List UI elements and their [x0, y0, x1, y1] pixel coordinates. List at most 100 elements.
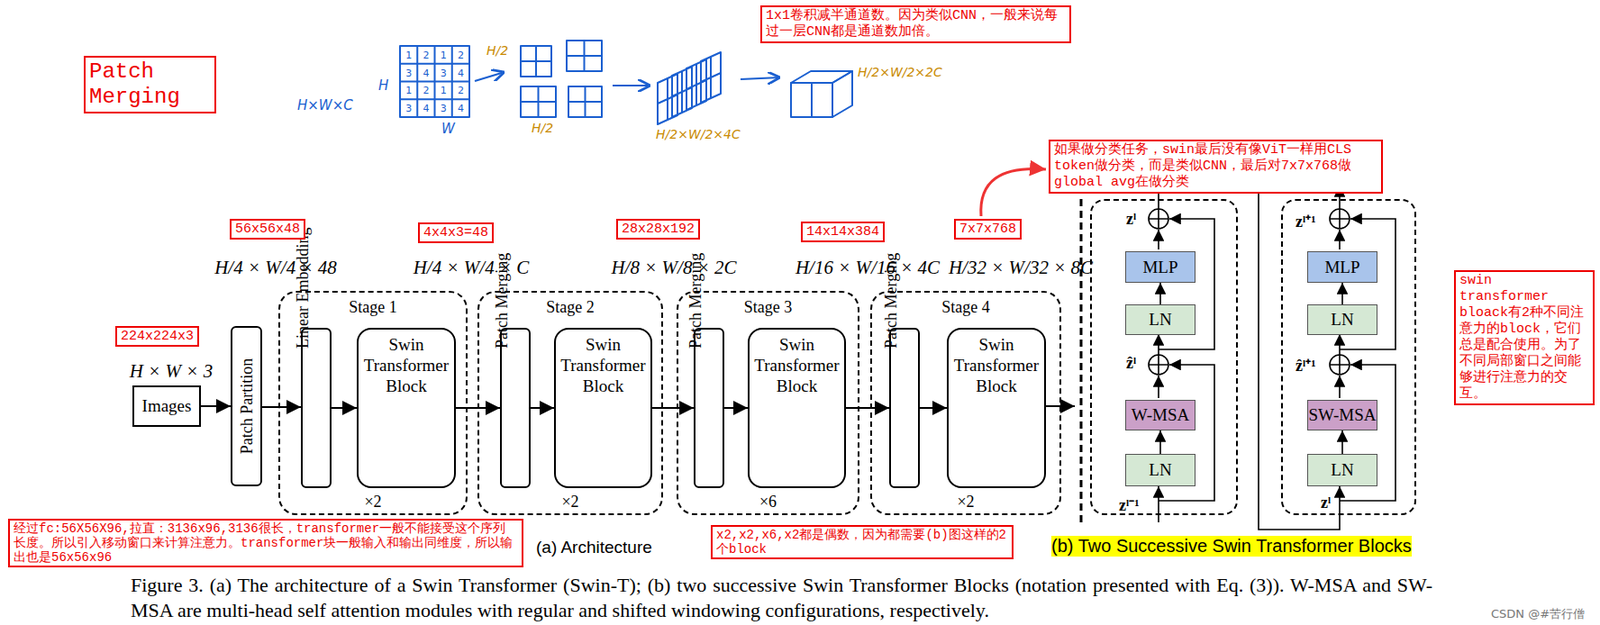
node-text: Swin Transformer Block: [749, 335, 845, 397]
node-text: LN: [1330, 309, 1354, 330]
text-label: W: [441, 120, 455, 137]
node-text: 56x56x48: [235, 221, 300, 237]
node-text: Patch Merging: [89, 59, 181, 110]
text-label: H/2×W/2×2C: [857, 64, 943, 80]
node-text: ẑˡ: [1126, 354, 1137, 373]
ln-box: LN: [1125, 304, 1196, 336]
connector: [724, 407, 748, 410]
grid-number: 3: [440, 102, 447, 115]
grid-number: 3: [405, 102, 412, 115]
grid-number: 1: [405, 48, 412, 61]
grid-number: 4: [457, 66, 464, 79]
node-text: 14x14x384: [806, 224, 880, 240]
text-label: CSDN @#苦行僧: [1490, 606, 1585, 623]
node-text: LN: [1148, 460, 1172, 481]
mlp-box: MLP: [1307, 251, 1378, 283]
connector: [1159, 282, 1162, 305]
grid-number: 3: [440, 66, 447, 79]
dimension-box: 4x4x3=48: [418, 222, 494, 244]
grid-number: 1: [440, 84, 447, 97]
text-label: H×W×C: [297, 97, 354, 114]
node-text: Patch Partition: [236, 358, 256, 455]
stage-group: Stage 3×6Patch MergingSwin Transformer B…: [676, 290, 860, 516]
grid-number: 4: [422, 66, 429, 79]
dimension-box: 28x28x192: [616, 218, 700, 240]
grid-number: 2: [457, 48, 464, 61]
note-box: x2,x2,x6,x2都是偶数，因为都需要(b)图这样的2个block: [710, 525, 1014, 560]
patch-merging-sketch: [400, 40, 853, 125]
connector: [1341, 282, 1344, 305]
text-label: (a) Architecture: [536, 537, 653, 558]
node-text: ×2: [280, 492, 466, 512]
stage-group: Stage 4 ×2 Patch Merging Swin Transformer B…: [870, 290, 1062, 516]
dimension-label: H/4 × W/4 × 48: [214, 256, 337, 280]
note-box: 1x1卷积减半通道数。因为类似CNN，一般来说每过一层CNN都是通道数加倍。: [760, 5, 1072, 44]
process-box: Images: [132, 385, 201, 428]
node-text: Swin Transformer Block: [555, 335, 651, 397]
node-text: ẑˡ⁺¹: [1295, 354, 1317, 376]
node-text: Patch Merging: [492, 321, 512, 349]
dimension-label: H/32 × W/32 × 8C: [948, 256, 1093, 280]
node-text: zˡ: [1320, 493, 1331, 513]
attention-box: W-MSA: [1125, 400, 1196, 431]
node-text: Stage 3: [678, 298, 858, 318]
grid-number: 2: [422, 48, 429, 61]
note-box: swin transformer bloack有2种不同注意力的block，它们…: [1454, 270, 1595, 406]
node-text: LN: [1330, 460, 1354, 481]
dimension-label: H/4 × W/4 × C: [413, 256, 530, 280]
ln-box: LN: [1307, 454, 1378, 487]
dimension-label: H/8 × W/8 × 2C: [610, 256, 737, 280]
connector: [652, 407, 694, 410]
node-text: Stage 1: [280, 298, 466, 318]
connector: [919, 407, 947, 410]
dimension-box: 7x7x768: [954, 218, 1022, 240]
process-box: Patch Merging: [693, 327, 725, 489]
node-text: 如果做分类任务，swin最后没有像ViT一样用CLS token做分类，而是类似…: [1054, 142, 1352, 191]
node-text: 28x28x192: [621, 221, 695, 237]
note-box: 如果做分类任务，swin最后没有像ViT一样用CLS token做分类，而是类似…: [1048, 139, 1383, 194]
block-box: Swin Transformer Block: [946, 327, 1046, 489]
attention-box: SW-MSA: [1307, 400, 1378, 431]
note-box: 经过fc:56X56X96,拉直：3136x96,3136很长，transfor…: [8, 518, 524, 568]
dimension-box: 14x14x384: [800, 221, 885, 243]
connector: [845, 407, 890, 410]
title-box: Patch Merging: [83, 55, 217, 114]
node-text: Swin Transformer Block: [358, 335, 455, 397]
process-box: Patch Merging: [500, 327, 531, 489]
dimension-label: H/16 × W/16 × 4C: [795, 256, 940, 280]
node-text: MLP: [1324, 257, 1360, 278]
connector: [530, 407, 555, 410]
node-text: LN: [1148, 309, 1172, 330]
text-label: H: [378, 77, 389, 94]
node-text: zˡ⁻¹: [1118, 493, 1140, 516]
grid-number: 2: [422, 84, 429, 97]
text-label: H/2: [486, 43, 509, 58]
grid-number: 3: [405, 66, 412, 79]
node-text: MLP: [1142, 257, 1178, 278]
node-text: 1x1卷积减半通道数。因为类似CNN，一般来说每过一层CNN都是通道数加倍。: [765, 8, 1058, 40]
connector: [1159, 430, 1162, 455]
stage-group: Stage 1 ×2 Linear EmbeddingSwin Transforme…: [278, 290, 468, 516]
node-text: Stage 4: [872, 298, 1060, 318]
grid-number: 2: [457, 84, 464, 97]
text-label: H/2: [531, 120, 554, 136]
dimension-label: H × W × 3: [129, 360, 214, 383]
stage-group: Stage 2×2Patch MergingSwin Transformer B…: [477, 290, 664, 516]
block-box: Swin Transformer Block: [356, 327, 456, 489]
block-box: Swin Transformer Block: [554, 327, 653, 489]
node-text: Stage 2: [479, 298, 662, 318]
connector: [200, 405, 231, 408]
dimension-box: 224x224x3: [115, 326, 200, 347]
node-text: 经过fc:56X56X96,拉直：3136x96,3136很长，transfor…: [13, 521, 513, 565]
node-text: Linear Embedding: [293, 321, 313, 349]
text-label: H/2×W/2×4C: [655, 127, 741, 142]
grid-number: 4: [457, 102, 464, 115]
dimension-box: 56x56x48: [229, 218, 306, 240]
node-text: ×2: [872, 492, 1060, 512]
grid-number: 1: [440, 48, 447, 61]
block-box: Swin Transformer Block: [747, 327, 846, 489]
connector: [981, 168, 1046, 217]
node-text: Images: [142, 396, 192, 418]
process-box: Patch Merging: [889, 327, 920, 489]
output-arrow: [1044, 406, 1075, 408]
